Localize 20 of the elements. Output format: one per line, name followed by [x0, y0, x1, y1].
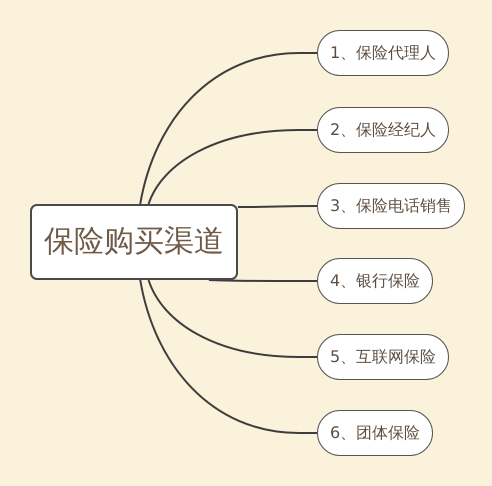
connector-line	[148, 280, 317, 358]
topic-text: 保险购买渠道	[44, 224, 224, 260]
connector-line	[238, 205, 317, 208]
branch-text: 3、保险电话销售	[330, 196, 452, 216]
branch-text: 5、互联网保险	[330, 347, 436, 367]
branch-text: 4、银行保险	[330, 271, 420, 291]
branch-pill	[317, 30, 450, 76]
topic-box	[30, 204, 238, 280]
branch-pill	[317, 258, 434, 304]
connector-line	[148, 129, 317, 204]
branch-pill	[317, 410, 434, 456]
branch-pill	[317, 183, 466, 229]
branch-text: 2、保险经纪人	[330, 120, 436, 140]
branch-text: 1、保险代理人	[330, 43, 436, 63]
connector-line	[139, 280, 317, 434]
branch-text: 6、团体保险	[330, 423, 420, 443]
branch-pill	[317, 107, 450, 153]
connector-line	[208, 279, 317, 282]
branch-pill	[317, 334, 450, 380]
connector-line	[139, 52, 317, 204]
